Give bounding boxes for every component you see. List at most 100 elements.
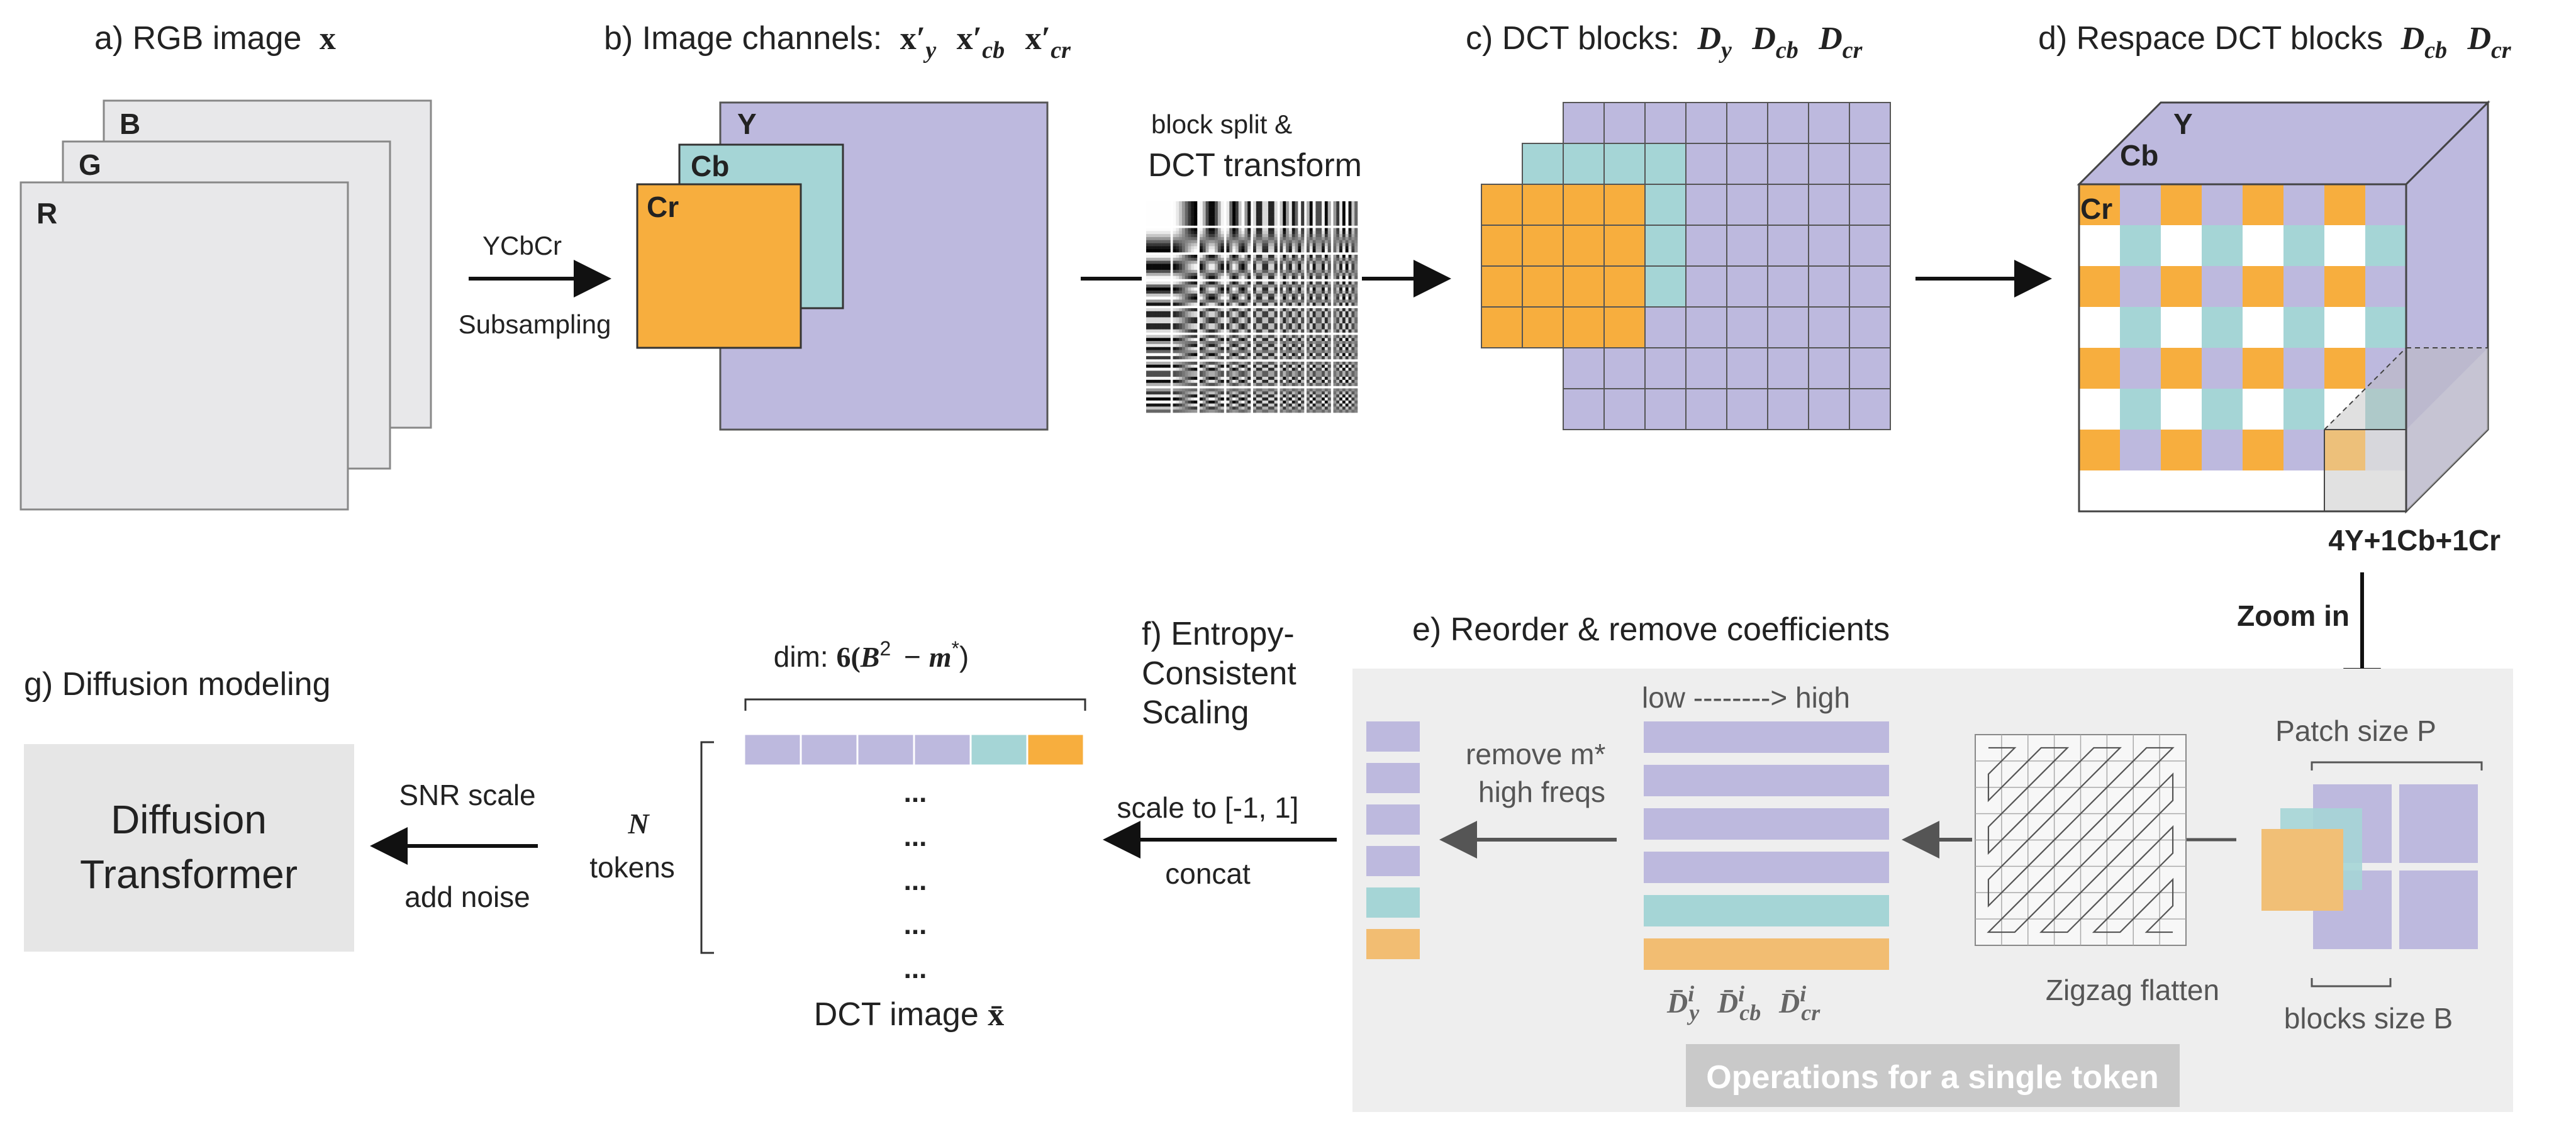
dct-basis-cell [1164,343,1168,348]
dct-basis-cell [1271,281,1274,285]
dct-basis-cell [1354,228,1358,231]
dct-basis-cell [1191,213,1195,217]
dct-basis-cell [1179,377,1183,381]
dct-basis-cell [1256,400,1259,404]
dct-basis-cell [1339,406,1343,410]
cube-cell [2079,470,2120,511]
dct-basis-cell [1229,367,1233,371]
dct-basis-cell [1295,367,1298,371]
dct-basis-cell [1262,240,1266,243]
dct-basis-cell [1146,236,1150,241]
dct-basis-cell [1336,394,1340,398]
dct-basis-cell [1158,341,1162,345]
dct-basis-cell [1291,314,1295,318]
dct-basis-cell [1194,299,1198,303]
dct-basis-cell [1185,356,1188,360]
dct-basis-cell [1319,329,1322,333]
dct-basis-cell [1253,406,1257,410]
dct-basis-cell [1253,370,1257,374]
dct-basis-cell [1322,367,1325,371]
dct-basis-cell [1244,246,1248,250]
dct-basis-cell [1161,374,1165,377]
y-block [1849,184,1891,226]
dct-basis-cell [1149,335,1152,338]
dct-basis-cell [1283,219,1286,223]
dct-basis-cell [1351,257,1355,261]
dct-basis-cell [1262,299,1266,303]
dct-basis-cell [1200,317,1203,321]
dct-basis-cell [1215,329,1218,333]
dct-basis-cell [1351,394,1355,398]
dct-basis-cell [1333,257,1337,261]
dct-basis-cell [1333,243,1337,247]
dct-basis-cell [1185,382,1188,386]
dct-basis-cell [1322,341,1325,345]
dct-basis-cell [1268,264,1272,267]
dct-basis-cell [1336,275,1340,279]
dct-basis-cell [1238,296,1242,300]
dct-basis-cell [1191,403,1195,407]
dct-basis-cell [1322,299,1325,303]
dct-basis-cell [1319,270,1322,274]
dct-basis-cell [1167,246,1171,250]
dct-basis-cell [1164,317,1168,321]
dct-basis-cell [1208,397,1212,401]
dct-basis-cell [1185,216,1188,220]
dct-basis-cell [1146,377,1150,381]
dct-basis-cell [1205,308,1209,312]
dct-basis-cell [1161,210,1165,214]
channel-g-label: G [79,148,101,181]
dct-basis-cell [1354,326,1358,330]
dct-basis-cell [1288,207,1293,211]
dct-basis-cell [1155,388,1159,392]
dct-basis-cell [1241,379,1245,383]
dct-basis-cell [1173,299,1176,303]
dct-basis-cell [1161,341,1165,345]
dct-basis-cell [1327,264,1331,267]
dct-basis-cell [1215,281,1218,285]
dct-basis-cell [1327,231,1331,235]
dct-basis-cell [1188,272,1191,276]
zoom-label: Zoom in [2237,599,2350,632]
dct-basis-cell [1271,284,1274,288]
dct-basis-cell [1342,403,1346,407]
dct-basis-cell [1291,207,1295,211]
dct-basis-cell [1241,303,1245,306]
dct-basis-cell [1291,234,1295,238]
dct-basis-cell [1283,338,1286,342]
dct-basis-cell [1212,231,1215,235]
dct-basis-cell [1253,314,1257,318]
dct-basis-cell [1217,409,1221,413]
dct-basis-cell [1247,243,1251,247]
dct-basis-cell [1345,240,1349,243]
dct-basis-cell [1176,270,1179,274]
dct-basis-cell [1283,377,1286,381]
dct-basis-cell [1324,326,1328,330]
dct-basis-cell [1301,409,1305,413]
dct-basis-cell [1181,299,1186,303]
dct-basis-cell [1259,222,1263,226]
dct-basis-cell [1220,213,1224,217]
dct-basis-cell [1161,311,1165,314]
dct-basis-cell [1202,275,1206,279]
dct-basis-cell [1149,382,1152,386]
dct-basis-cell [1265,329,1269,333]
dct-basis-cell [1348,400,1352,404]
dct-basis-cell [1268,270,1272,274]
dct-basis-cell [1212,382,1215,386]
dct-basis-cell [1288,236,1293,241]
dct-basis-cell [1319,257,1322,261]
y-block [1767,184,1809,226]
dct-basis-cell [1286,370,1290,374]
dct-basis-cell [1327,311,1331,314]
dct-basis-cell [1262,347,1266,350]
dct-basis-cell [1208,320,1212,324]
dct-basis-cell [1286,299,1290,303]
dct-basis-cell [1247,341,1251,345]
dct-basis-cell [1179,406,1183,410]
dct-basis-cell [1339,343,1343,348]
dct-basis-cell [1149,243,1152,247]
dct-basis-cell [1149,353,1152,357]
dct-basis-cell [1232,213,1236,217]
dct-basis-cell [1324,403,1328,407]
